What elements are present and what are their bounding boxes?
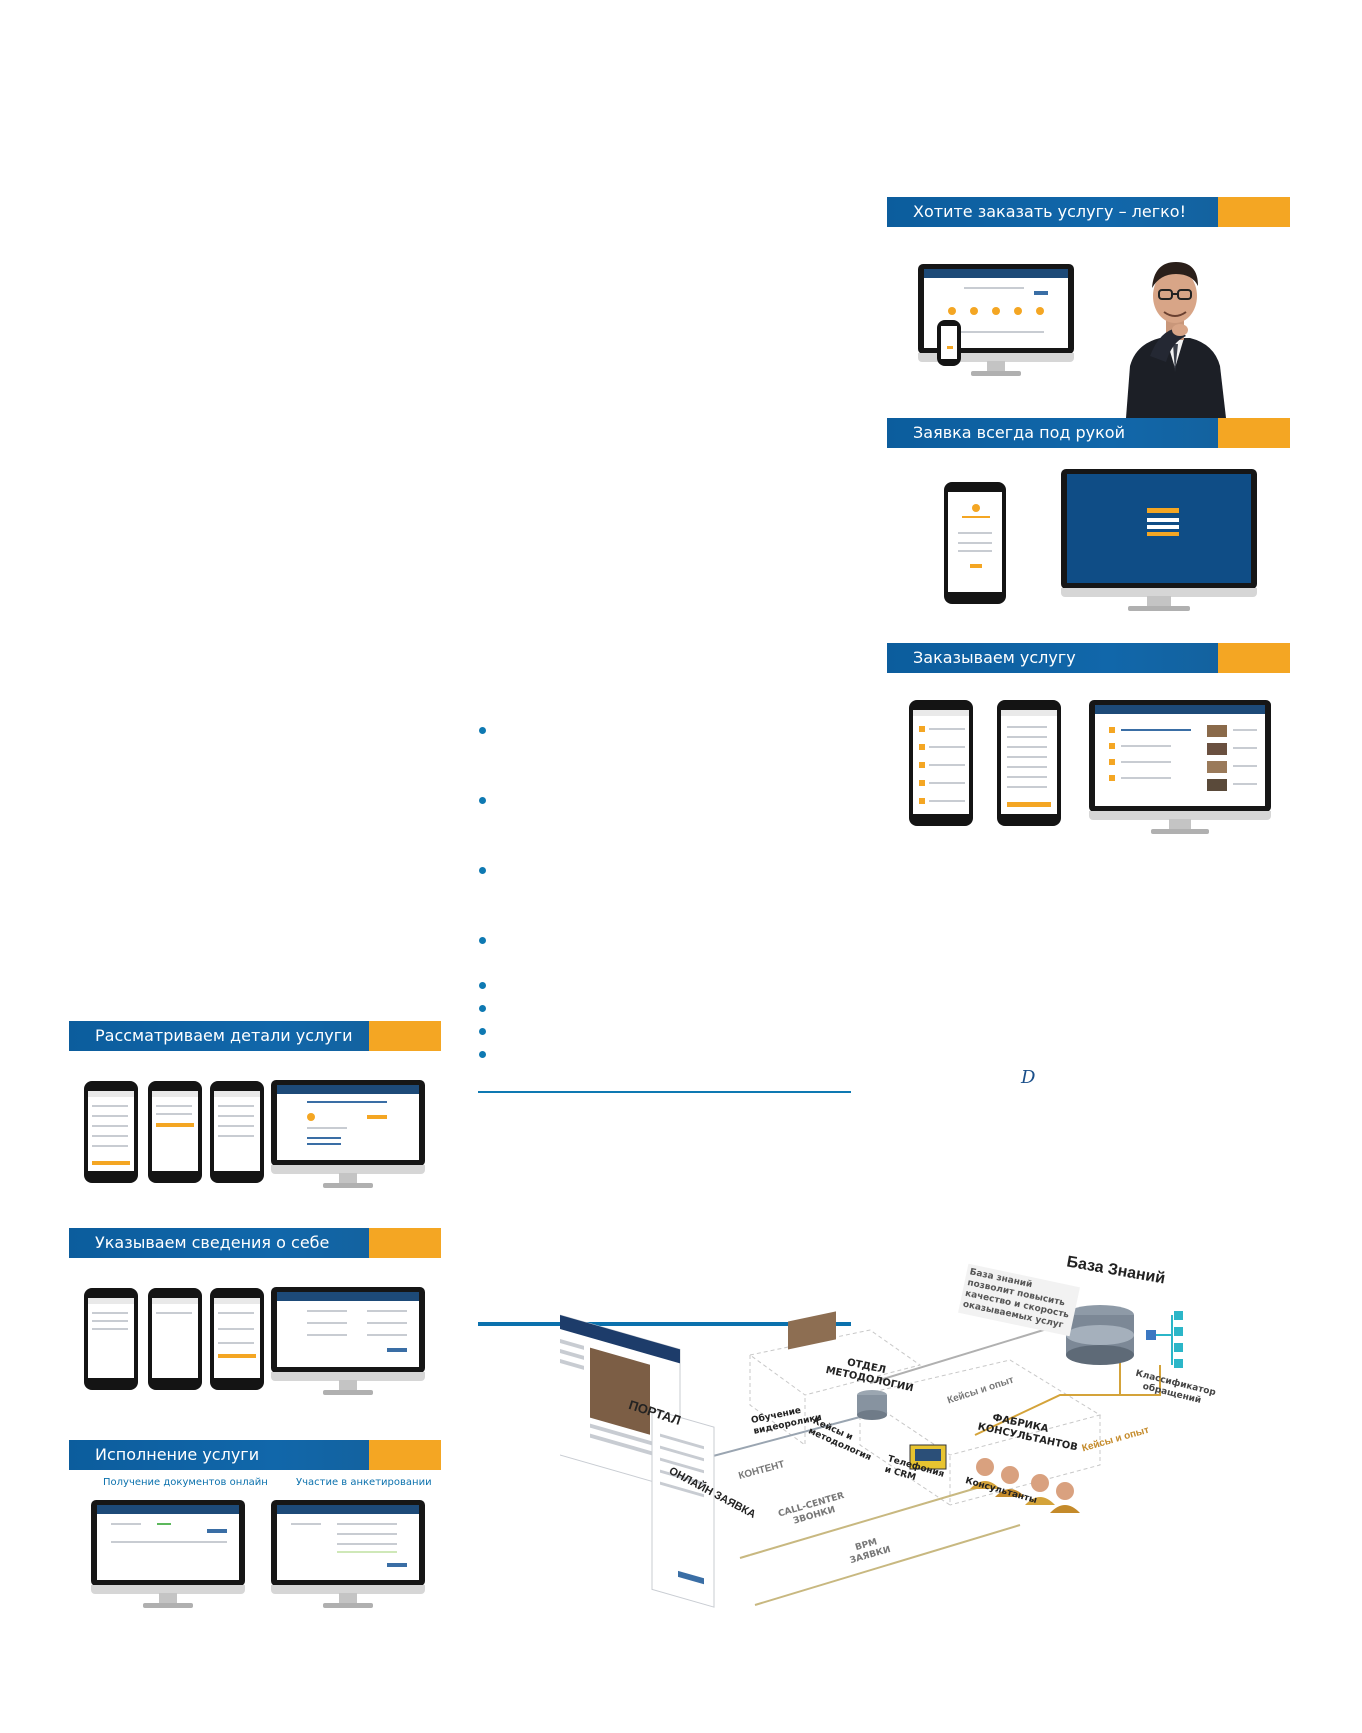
slide-title: Хотите заказать услугу – легко!: [913, 202, 1186, 221]
section-divider: [478, 1091, 851, 1093]
monitor-mockup: [91, 1500, 245, 1608]
slide-banner-about-self: Указываем сведения о себе: [69, 1228, 441, 1258]
slide-title: Исполнение услуги: [95, 1445, 260, 1464]
phone-mockup: [944, 482, 1006, 604]
phone-mockup: [997, 700, 1061, 826]
slide-banner-order-service: Заказываем услугу: [887, 643, 1290, 673]
monitor-mockup: [271, 1080, 425, 1188]
service-architecture-diagram: [560, 1305, 1183, 1608]
bullet-point: [479, 1028, 486, 1035]
bullet-point: [479, 1005, 486, 1012]
slide-banner-order-easy: Хотите заказать услугу – легко!: [887, 197, 1290, 227]
phone-mockup: [937, 320, 961, 366]
slide-title: Рассматриваем детали услуги: [95, 1026, 353, 1045]
monitor-mockup: [1089, 700, 1271, 834]
phone-mockup: [84, 1081, 138, 1183]
bullet-point: [479, 1051, 486, 1058]
slide-title: Заказываем услугу: [913, 648, 1076, 667]
phone-mockup: [210, 1288, 264, 1390]
slide-title: Указываем сведения о себе: [95, 1233, 330, 1252]
bullet-point: [479, 937, 486, 944]
publisher-logo: D: [1021, 1067, 1036, 1088]
slide-banner-execution: Исполнение услуги: [69, 1440, 441, 1470]
bullet-point: [479, 727, 486, 734]
survey-caption: Участие в анкетировании: [296, 1477, 432, 1488]
phone-mockup: [210, 1081, 264, 1183]
slide-title: Заявка всегда под рукой: [913, 423, 1125, 442]
monitor-mockup: [918, 264, 1074, 376]
section-divider: [478, 1322, 851, 1326]
monitor-mockup: [1061, 469, 1257, 611]
monitor-mockup: [271, 1287, 425, 1395]
slide-banner-details: Рассматриваем детали услуги: [69, 1021, 441, 1051]
bullet-point: [479, 797, 486, 804]
phone-mockup: [148, 1288, 202, 1390]
bullet-point: [479, 867, 486, 874]
monitor-mockup: [271, 1500, 425, 1608]
docs-online-caption: Получение документов онлайн: [103, 1477, 268, 1488]
phone-mockup: [148, 1081, 202, 1183]
slide-banner-always-at-hand: Заявка всегда под рукой: [887, 418, 1290, 448]
phone-mockup: [909, 700, 973, 826]
thinking-man-illustration: [1126, 262, 1226, 418]
bullet-point: [479, 982, 486, 989]
phone-mockup: [84, 1288, 138, 1390]
